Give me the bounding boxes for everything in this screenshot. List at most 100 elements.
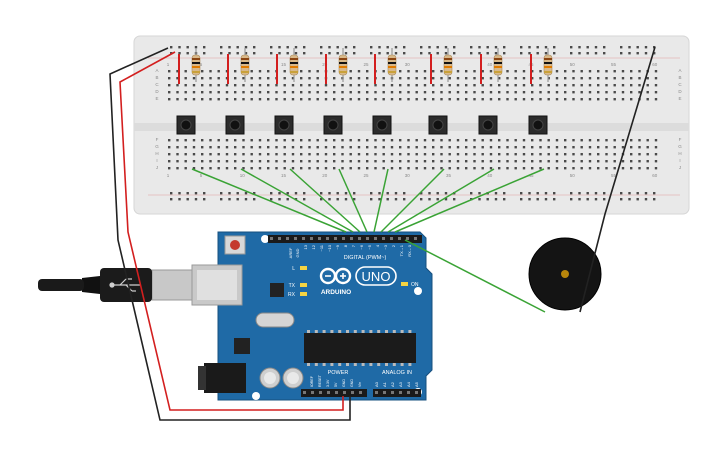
pushbutton[interactable] [478, 115, 498, 135]
breadboard-hole[interactable] [621, 70, 625, 73]
breadboard-hole[interactable] [415, 146, 418, 149]
breadboard-hole[interactable] [553, 198, 556, 201]
breadboard-hole[interactable] [203, 198, 206, 201]
breadboard-hole[interactable] [308, 77, 311, 80]
breadboard-hole[interactable] [564, 167, 567, 170]
breadboard-hole[interactable] [291, 91, 295, 94]
breadboard-hole[interactable] [267, 91, 270, 94]
breadboard-hole[interactable] [291, 153, 295, 156]
breadboard-hole[interactable] [390, 84, 394, 87]
breadboard-hole[interactable] [578, 192, 581, 195]
breadboard-hole[interactable] [506, 160, 509, 163]
breadboard-hole[interactable] [324, 98, 328, 101]
breadboard-hole[interactable] [522, 98, 526, 101]
resistor[interactable] [493, 48, 503, 82]
breadboard-hole[interactable] [258, 70, 262, 73]
breadboard-hole[interactable] [333, 167, 336, 170]
breadboard-hole[interactable] [217, 146, 220, 149]
resistor[interactable] [240, 48, 250, 82]
breadboard-hole[interactable] [378, 198, 381, 201]
breadboard-hole[interactable] [478, 198, 481, 201]
breadboard-hole[interactable] [344, 198, 348, 201]
breadboard-hole[interactable] [646, 98, 649, 101]
breadboard-hole[interactable] [308, 139, 311, 142]
breadboard-hole[interactable] [201, 146, 204, 149]
breadboard-hole[interactable] [399, 77, 402, 80]
breadboard-hole[interactable] [465, 70, 468, 73]
breadboard-hole[interactable] [374, 84, 377, 87]
breadboard-hole[interactable] [236, 198, 239, 201]
breadboard-hole[interactable] [349, 167, 352, 170]
breadboard-hole[interactable] [628, 198, 631, 201]
breadboard-hole[interactable] [320, 46, 323, 49]
breadboard-hole[interactable] [267, 153, 270, 156]
breadboard-hole[interactable] [316, 70, 319, 73]
green-wire[interactable] [240, 168, 354, 233]
breadboard-hole[interactable] [370, 52, 373, 55]
breadboard-hole[interactable] [217, 98, 220, 101]
breadboard-hole[interactable] [514, 160, 517, 163]
breadboard-hole[interactable] [275, 139, 278, 142]
breadboard-hole[interactable] [407, 167, 410, 170]
breadboard-hole[interactable] [316, 98, 319, 101]
breadboard-hole[interactable] [473, 167, 476, 170]
breadboard-hole[interactable] [399, 70, 402, 73]
breadboard-hole[interactable] [349, 146, 352, 149]
breadboard-hole[interactable] [653, 52, 656, 55]
breadboard-hole[interactable] [456, 91, 460, 94]
breadboard-hole[interactable] [539, 167, 542, 170]
breadboard-hole[interactable] [570, 46, 573, 49]
breadboard-hole[interactable] [291, 77, 295, 80]
breadboard-hole[interactable] [333, 70, 336, 73]
breadboard-hole[interactable] [432, 167, 435, 170]
breadboard-hole[interactable] [415, 91, 418, 94]
breadboard-hole[interactable] [436, 198, 439, 201]
breadboard-hole[interactable] [403, 192, 406, 195]
breadboard-hole[interactable] [653, 198, 656, 201]
breadboard-hole[interactable] [473, 139, 476, 142]
breadboard-hole[interactable] [176, 91, 179, 94]
breadboard-hole[interactable] [539, 77, 542, 80]
breadboard[interactable]: 1155101015152020252530303535404045455050… [133, 35, 690, 215]
breadboard-hole[interactable] [209, 91, 212, 94]
breadboard-hole[interactable] [168, 91, 171, 94]
breadboard-hole[interactable] [178, 198, 181, 201]
breadboard-hole[interactable] [481, 167, 484, 170]
breadboard-hole[interactable] [176, 98, 179, 101]
breadboard-hole[interactable] [242, 139, 245, 142]
breadboard-hole[interactable] [621, 91, 625, 94]
breadboard-hole[interactable] [428, 46, 431, 49]
breadboard-hole[interactable] [303, 198, 306, 201]
breadboard-hole[interactable] [489, 146, 493, 149]
breadboard-hole[interactable] [555, 84, 559, 87]
breadboard-hole[interactable] [258, 167, 262, 170]
breadboard-hole[interactable] [344, 52, 348, 55]
breadboard-hole[interactable] [382, 146, 385, 149]
pushbutton[interactable] [176, 115, 196, 135]
breadboard-hole[interactable] [192, 153, 196, 156]
breadboard-hole[interactable] [275, 84, 278, 87]
resistor-array[interactable] [191, 48, 553, 82]
breadboard-hole[interactable] [506, 146, 509, 149]
breadboard-hole[interactable] [176, 167, 179, 170]
breadboard-hole[interactable] [283, 70, 286, 73]
breadboard-hole[interactable] [555, 160, 559, 163]
breadboard-hole[interactable] [494, 46, 498, 49]
breadboard-hole[interactable] [382, 139, 385, 142]
breadboard-hole[interactable] [423, 77, 427, 80]
breadboard-hole[interactable] [456, 146, 460, 149]
breadboard-hole[interactable] [470, 52, 473, 55]
breadboard-hole[interactable] [547, 167, 550, 170]
breadboard-hole[interactable] [473, 91, 476, 94]
breadboard-hole[interactable] [522, 70, 526, 73]
breadboard-hole[interactable] [423, 167, 427, 170]
breadboard-hole[interactable] [440, 77, 443, 80]
breadboard-hole[interactable] [217, 139, 220, 142]
breadboard-hole[interactable] [374, 146, 377, 149]
breadboard-hole[interactable] [465, 160, 468, 163]
breadboard-hole[interactable] [203, 52, 206, 55]
breadboard-hole[interactable] [630, 91, 633, 94]
breadboard-hole[interactable] [448, 91, 451, 94]
breadboard-hole[interactable] [555, 91, 559, 94]
breadboard-hole[interactable] [378, 46, 381, 49]
